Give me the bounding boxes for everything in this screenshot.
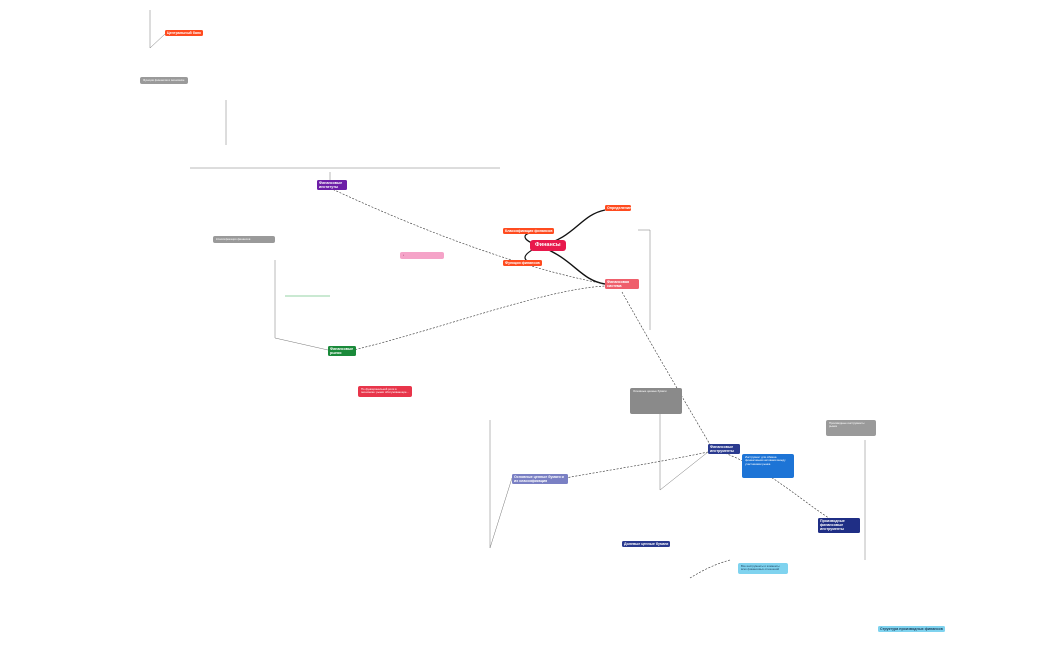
bus-stock (489, 420, 513, 549)
fin-instruments-node[interactable]: Финансовые инструменты (708, 444, 740, 455)
sky-note: Все инструменты и элементы всех финансов… (738, 563, 788, 574)
gray-note-3: Основные ценные бумаги (630, 388, 682, 414)
link-institutes (329, 187, 606, 285)
bus-markets (274, 260, 329, 351)
center-to-fin-system (539, 245, 606, 285)
bus-instr (659, 410, 709, 491)
link-sky (689, 559, 731, 579)
pink-note: • (400, 252, 444, 260)
blue-note: Инструмент для обмена финансовыми актива… (742, 454, 794, 478)
definition-node[interactable]: Определение (605, 205, 632, 212)
fin-institutes-node[interactable]: Финансовые институты (317, 180, 347, 191)
fin-markets-node[interactable]: Финансовые рынки (328, 346, 356, 357)
red-note: По функциональной роли в экономике: рынк… (358, 386, 412, 397)
legend-node[interactable]: Структура производных финансов (878, 626, 945, 633)
gray-note-4: Производные инструменты рынка (826, 420, 876, 436)
link-instruments (621, 291, 713, 449)
bus-cb (149, 10, 166, 49)
bus-fin-system (638, 229, 651, 330)
fin-system-node[interactable]: Финансовая система (605, 279, 639, 290)
link-markets (344, 285, 606, 353)
link-securities (564, 451, 709, 479)
gray-note-1: Функции финансов в экономике (140, 77, 188, 85)
derivatives-node[interactable]: Производные финансовые инструменты (818, 518, 860, 533)
functions-node[interactable]: Функции финансов (503, 260, 542, 267)
stock-node[interactable]: Долевые ценные бумаги (622, 541, 671, 548)
central-bank-node[interactable]: Центральный банк (165, 30, 203, 37)
link-derivatives (721, 451, 833, 521)
securities-node[interactable]: Основные ценные бумаги и их классификаци… (512, 474, 568, 485)
center-node[interactable]: Финансы (530, 240, 566, 251)
classification-node[interactable]: Классификация финансов (503, 228, 555, 235)
gray-note-2: Классификация финансов (213, 236, 275, 244)
